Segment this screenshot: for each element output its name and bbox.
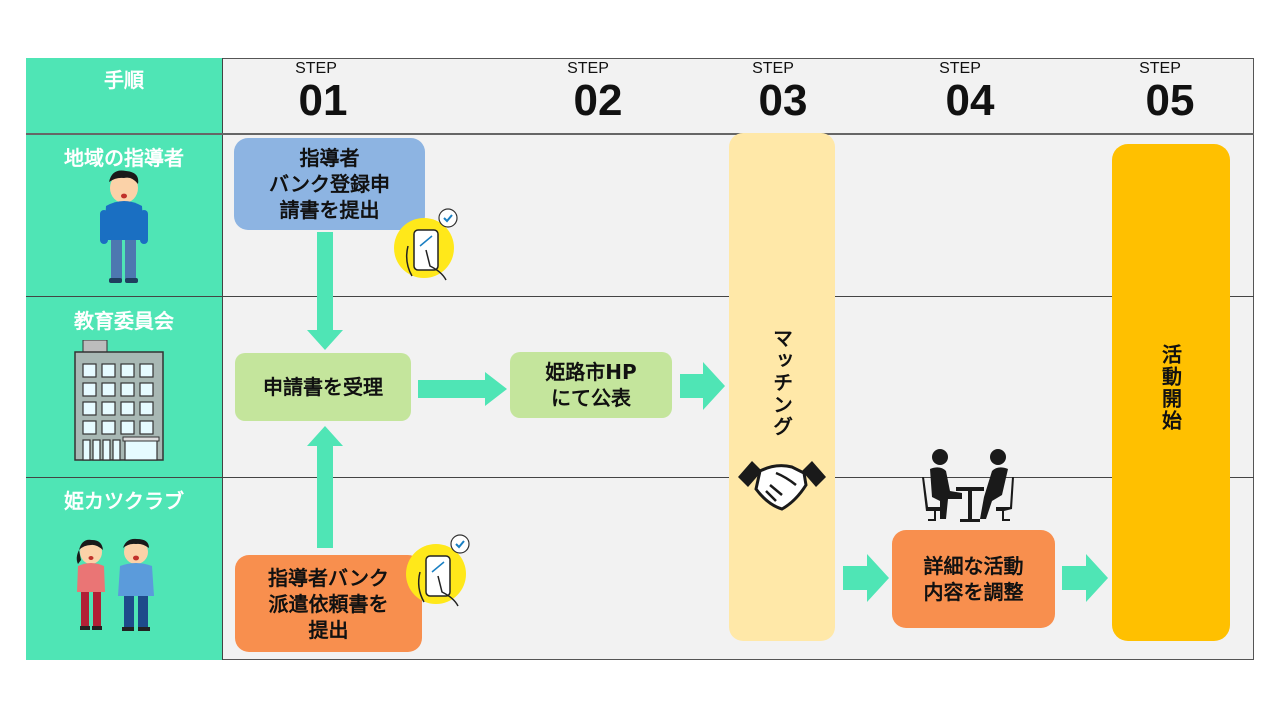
lane-divider-1 [26,296,1254,297]
submit-registration-box: 指導者 バンク登録申 請書を提出 [234,138,425,230]
lane-label-board-of-education: 教育委員会 [74,309,174,333]
submit-dispatch-box: 指導者バンク 派遣依頼書を 提出 [235,555,422,652]
receive-application-box: 申請書を受理 [235,353,411,421]
lane-label-local-instructor: 地域の指導者 [64,146,184,170]
club-coaches-icon [76,538,154,631]
smartphone-tap-icon-2 [406,534,470,607]
step-number-1: 01 [298,76,348,125]
step-prefix-1: STEP [295,60,337,77]
lane-divider-2 [26,477,1254,478]
office-building-icon [74,340,164,461]
handshake-icon [738,461,826,511]
step-number-4: 04 [945,76,995,125]
arrow-receive-to-publish [418,372,507,406]
meeting-people-icon [922,449,1014,522]
arrow-adjust-to-start [1062,554,1108,602]
step-prefix-4: STEP [939,60,981,77]
publish-hp-box: 姫路市HP にて公表 [510,352,672,418]
start-activity-label: 活動開始 [1158,344,1183,432]
header-divider [26,133,1254,135]
matching-box: マッチング [729,133,835,641]
header-corner-label: 手順 [104,68,144,92]
step-prefix-3: STEP [752,60,794,77]
adjust-details-box: 詳細な活動 内容を調整 [892,530,1055,628]
step-number-3: 03 [758,76,808,125]
step-number-5: 05 [1145,76,1195,125]
arrow-publish-to-matching [680,362,725,410]
step-prefix-5: STEP [1139,60,1181,77]
lane-label-himekatsu-club: 姫カツクラブ [64,489,184,513]
start-activity-box: 活動開始 [1112,144,1230,641]
arrow-down-to-receive [307,232,343,350]
step-number-2: 02 [573,76,623,125]
smartphone-tap-icon [394,208,458,281]
arrow-up-to-receive [307,426,343,548]
step-prefix-2: STEP [567,60,609,77]
person-hoodie-icon [100,170,148,283]
matching-label: マッチング [769,328,794,438]
arrow-matching-to-adjust [843,554,889,602]
